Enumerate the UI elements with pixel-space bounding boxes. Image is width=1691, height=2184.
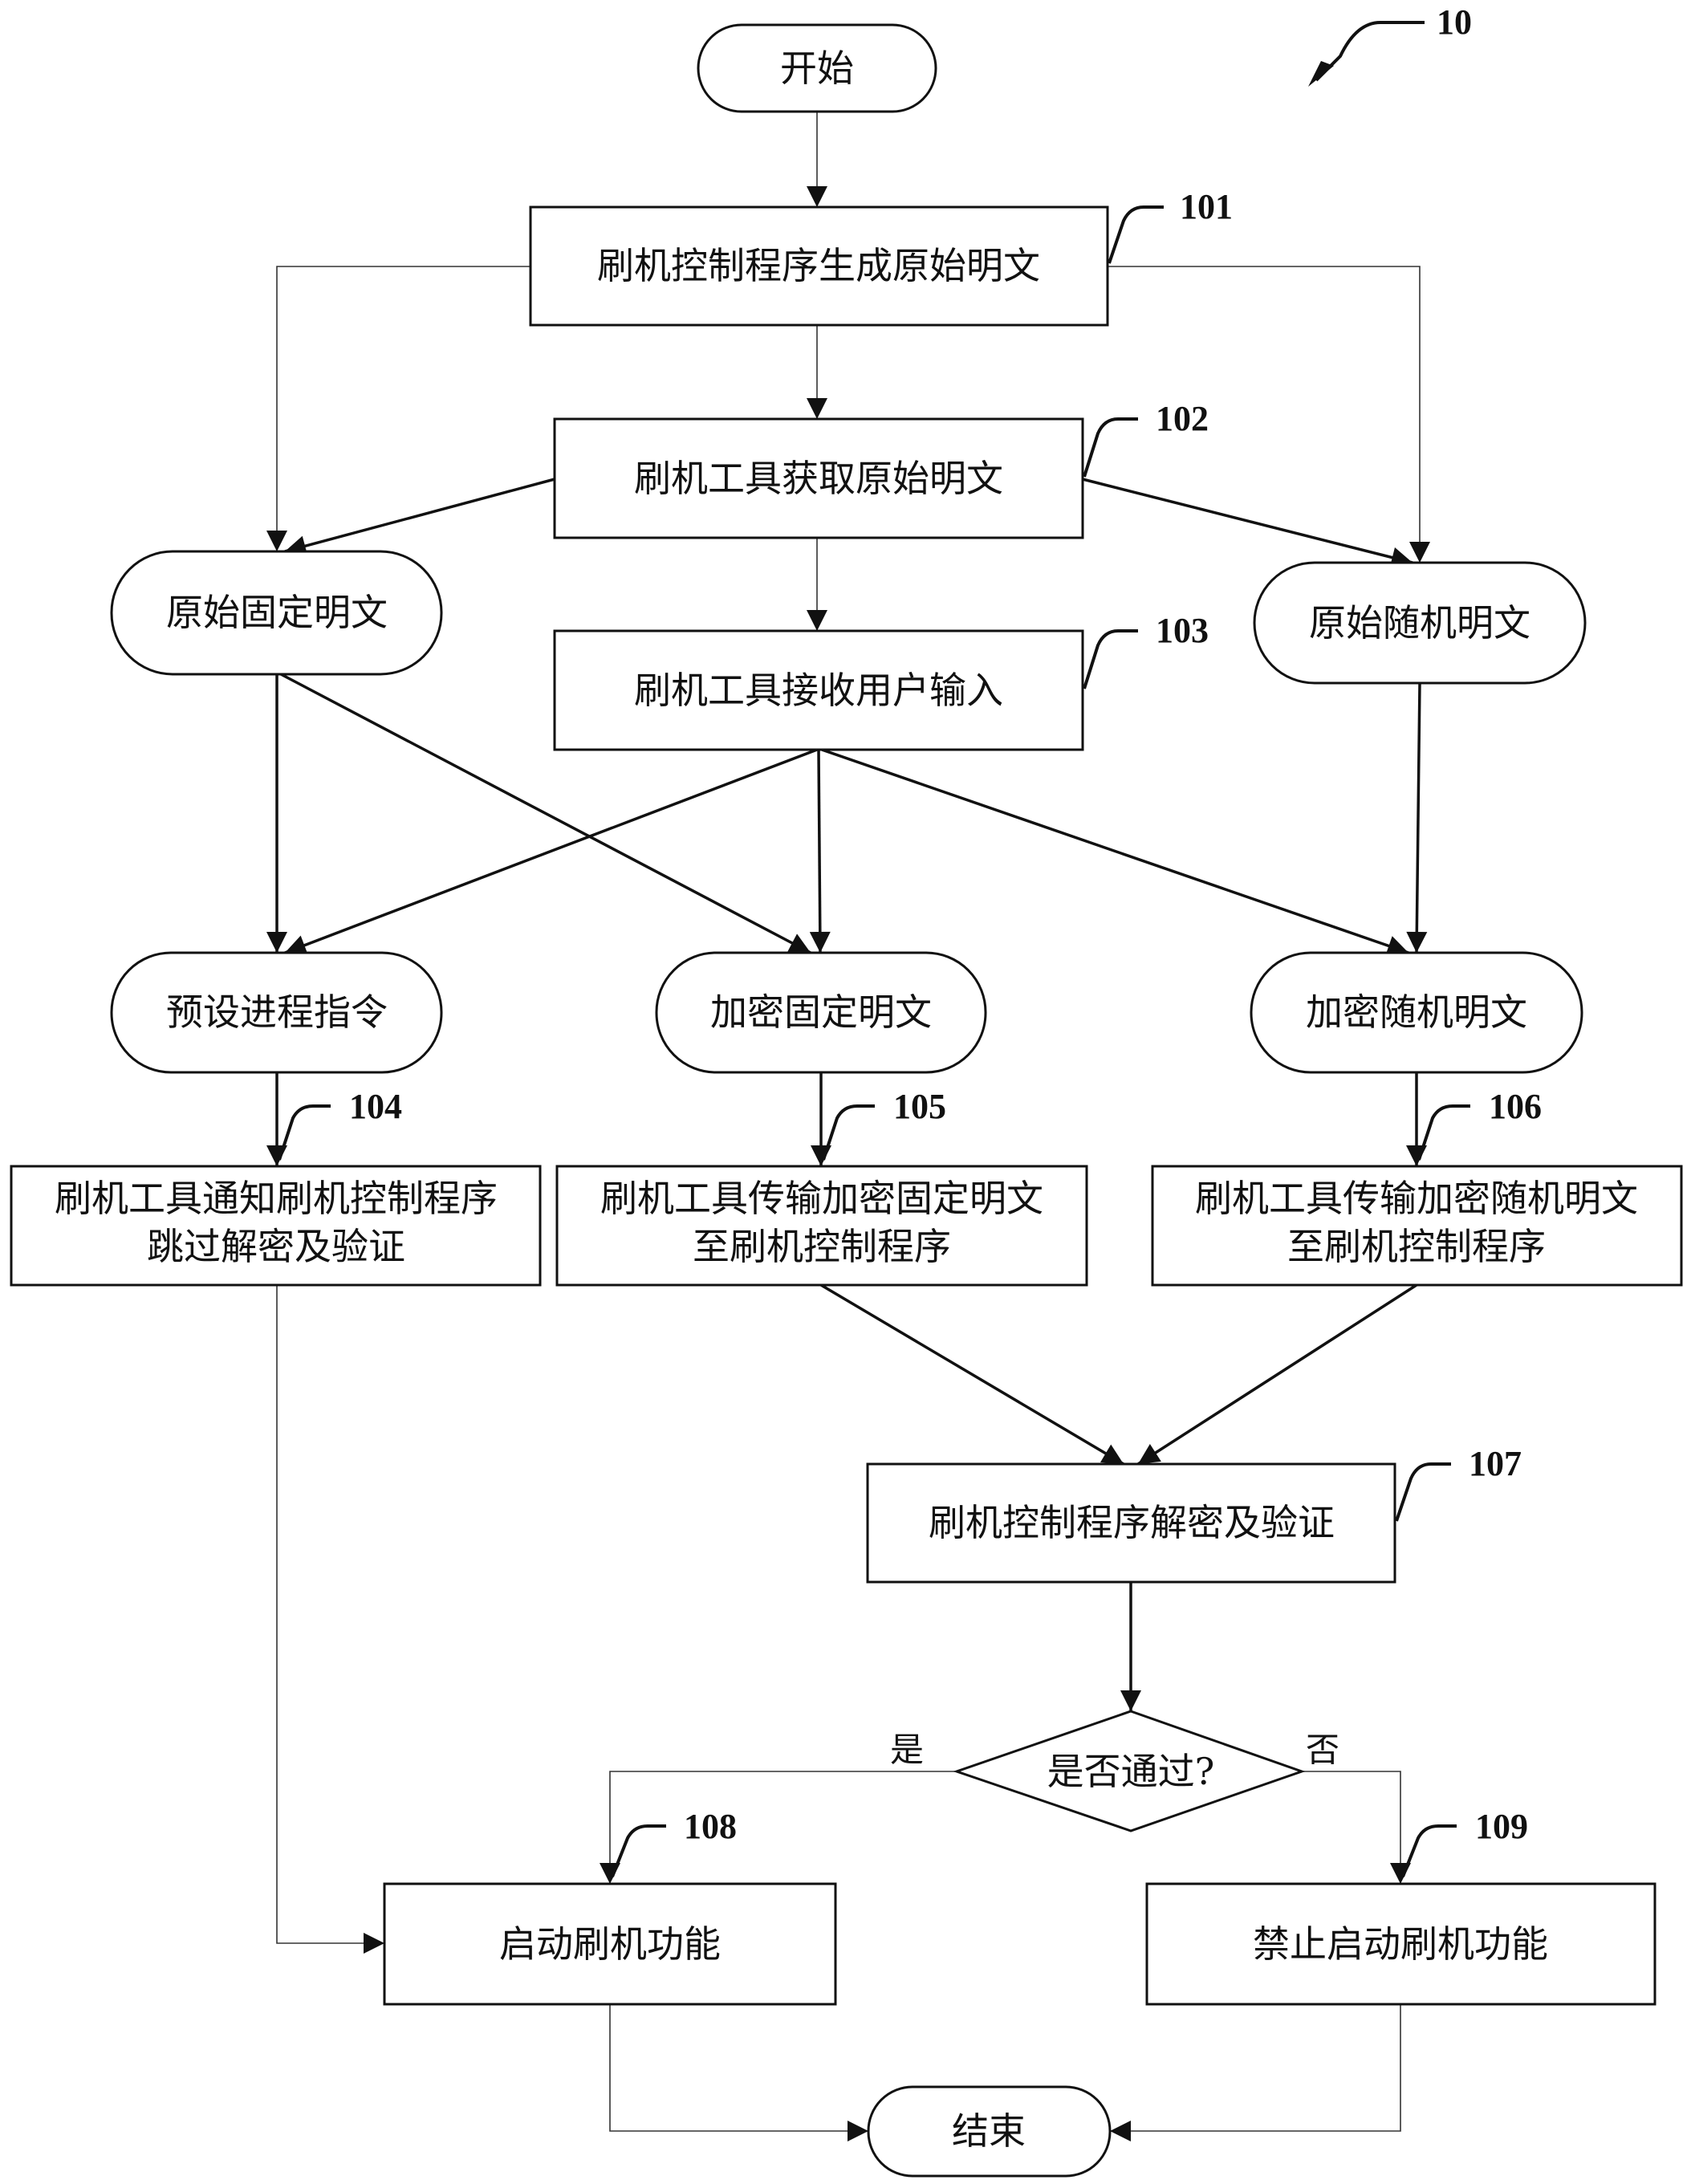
node-end-label: 结束 [952,2109,1026,2153]
edge-102-fixed-plain [284,478,555,556]
ref-103: 103 [1156,611,1209,650]
node-106: 刷机工具传输加密随机明文 至刷机控制程序 106 [1151,1087,1683,1287]
node-104-line-2: 跳过解密及验证 [147,1225,405,1268]
ref-105: 105 [893,1087,946,1126]
node-start-label: 开始 [780,47,854,90]
node-107: 刷机控制程序解密及验证 107 [866,1444,1522,1584]
ref-105-leader [822,1104,875,1161]
node-103: 刷机工具接收用户输入 103 [553,611,1209,751]
node-105-line-2: 至刷机控制程序 [693,1225,951,1268]
edge-fixed-encfixed [280,673,811,954]
decision-label: 是否通过? [1047,1750,1215,1793]
node-104-line-1: 刷机工具通知刷机控制程序 [55,1177,498,1220]
edge-102-random-plain [1082,478,1413,568]
node-101-label: 刷机控制程序生成原始明文 [597,244,1040,287]
ref-108-leader [611,1824,666,1877]
ref-102: 102 [1156,399,1209,438]
node-109-label: 禁止启动刷机功能 [1253,1922,1548,1966]
edge-108-end [609,2004,868,2141]
edge-105-107 [820,1283,1124,1466]
edge-101-random-plain [1108,266,1430,563]
edge-106-107 [1137,1283,1417,1466]
node-101: 刷机控制程序生成原始明文 101 [529,187,1233,327]
ref-101: 101 [1180,187,1233,226]
ref-107-leader [1395,1462,1451,1522]
edge-103-preset [284,748,818,955]
ref-106-leader [1417,1104,1470,1161]
ref-107: 107 [1469,1444,1522,1483]
node-random-plain: 原始随机明文 [1253,561,1587,685]
node-107-label: 刷机控制程序解密及验证 [929,1501,1335,1544]
figure-ref-10: 10 [1308,2,1472,87]
edge-109-end [1110,2004,1401,2141]
node-end: 结束 [867,2085,1112,2178]
ref-109-leader [1401,1824,1457,1877]
node-105: 刷机工具传输加密固定明文 至刷机控制程序 105 [555,1087,1088,1287]
edge-104-108 [276,1285,384,1954]
ref-106: 106 [1489,1087,1542,1126]
node-preset-cmd-label: 预设进程指令 [166,990,388,1034]
node-102-label: 刷机工具获取原始明文 [634,457,1003,500]
node-fixed-plain-label: 原始固定明文 [166,591,388,634]
node-enc-fixed-label: 加密固定明文 [710,990,932,1034]
edge-103-encfixed [809,749,831,954]
node-enc-fixed: 加密固定明文 [655,951,987,1074]
node-start: 开始 [697,23,937,113]
ref-104: 104 [349,1087,402,1126]
ref-108: 108 [684,1807,737,1846]
node-preset-cmd: 预设进程指令 [110,951,443,1074]
decision-no-label: 否 [1306,1731,1339,1770]
node-102: 刷机工具获取原始明文 102 [553,399,1209,539]
node-108: 启动刷机功能 108 [383,1807,837,2006]
edge-random-encrandom [1406,682,1428,954]
node-105-line-1: 刷机工具传输加密固定明文 [600,1177,1043,1220]
ref-101-leader [1108,205,1164,264]
node-106-line-1: 刷机工具传输加密随机明文 [1195,1177,1638,1220]
ref-104-leader [278,1104,331,1161]
node-103-label: 刷机工具接收用户输入 [634,669,1003,712]
edge-101-fixed-plain [266,266,530,551]
edge-decision-yes-108 [600,1771,957,1884]
edge-decision-no-109 [1302,1771,1411,1884]
node-random-plain-label: 原始随机明文 [1309,601,1530,645]
node-enc-random: 加密随机明文 [1250,951,1583,1074]
figure-ref-label: 10 [1437,2,1472,42]
figure-ref-arrow-icon [1308,61,1334,87]
node-fixed-plain: 原始固定明文 [110,550,443,676]
connectors [266,112,1430,2141]
edge-103-encrandom [821,748,1409,956]
node-106-line-2: 至刷机控制程序 [1287,1225,1546,1268]
ref-109: 109 [1475,1807,1528,1846]
ref-102-leader [1083,417,1138,478]
node-decision: 是否通过? 是 否 [890,1710,1339,1832]
ref-103-leader [1083,629,1138,689]
node-enc-random-label: 加密随机明文 [1306,990,1527,1034]
decision-yes-label: 是 [890,1731,924,1770]
node-109: 禁止启动刷机功能 109 [1145,1807,1656,2006]
node-104: 刷机工具通知刷机控制程序 跳过解密及验证 104 [10,1087,542,1287]
node-108-label: 启动刷机功能 [499,1922,721,1966]
